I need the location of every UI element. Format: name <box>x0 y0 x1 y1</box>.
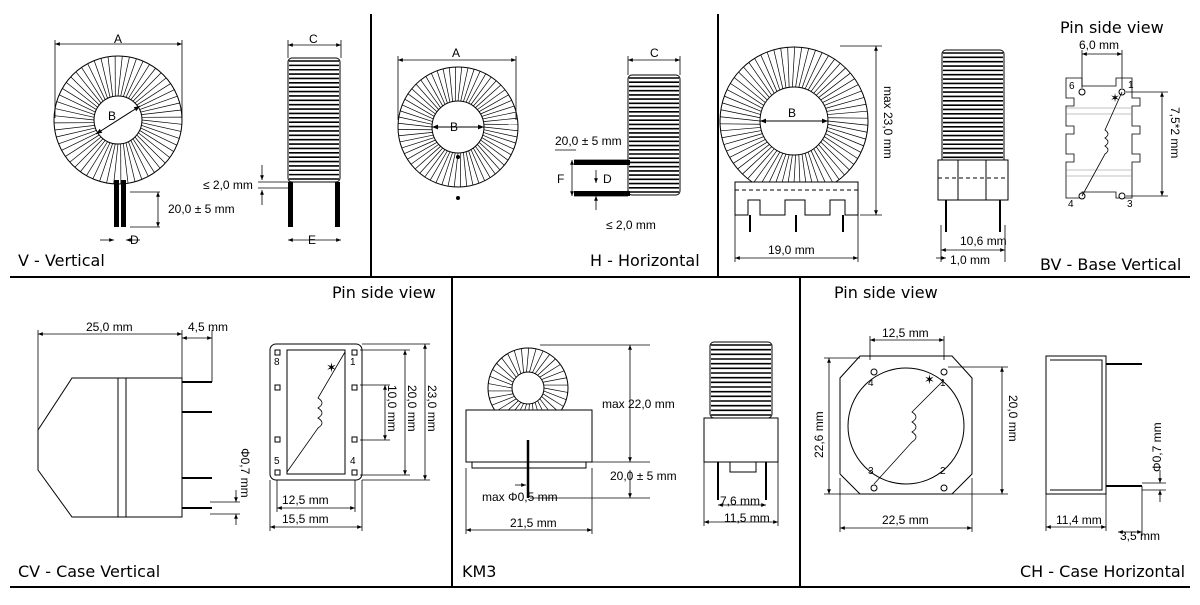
cv-h1: 10,0 mm <box>385 385 399 432</box>
ch-case-side <box>1045 355 1142 495</box>
svg-text:✶: ✶ <box>924 373 935 388</box>
h-caption: H - Horizontal <box>590 251 700 270</box>
svg-text:✶: ✶ <box>1110 91 1120 105</box>
km3-caption: KM3 <box>462 562 497 581</box>
ch-pin-view: ✶ <box>839 355 973 495</box>
v-dim-a: A <box>114 32 123 46</box>
bv-caption: BV - Base Vertical <box>1040 255 1182 274</box>
km3-pin-dia: max Φ0,5 mm <box>482 490 558 504</box>
km3-lead-len: 20,0 ± 5 mm <box>610 469 677 483</box>
bv-pitch-y: 7,5*2 mm <box>1168 107 1182 159</box>
bv-pin-3: 3 <box>1127 199 1133 210</box>
ch-side-l: 22,6 mm <box>812 411 826 458</box>
bv-pin: 1,0 mm <box>950 253 991 267</box>
bv-toroid-front <box>719 46 869 232</box>
h-toroid-side <box>574 74 681 196</box>
cv-pin-8: 8 <box>274 357 280 368</box>
bv-pin-view: ✶ <box>1065 77 1141 200</box>
v-dim-e: E <box>308 233 317 247</box>
h-dim-c: C <box>650 46 659 60</box>
ch-top: 12,5 mm <box>882 326 929 340</box>
v-dimensions <box>54 40 183 242</box>
cv-case-side <box>37 377 212 518</box>
svg-text:✶: ✶ <box>326 361 337 376</box>
ch-pin-2: 2 <box>940 466 946 477</box>
ch-pin-dia: Φ0,7 mm <box>1150 422 1164 472</box>
cv-pin-view: ✶ <box>269 343 363 481</box>
km3-width: 21,5 mm <box>510 516 557 530</box>
ch-depth: 11,4 mm <box>1056 513 1102 527</box>
bv-pin-4: 4 <box>1068 199 1074 210</box>
bv-height: max 23,0 mm <box>881 86 895 159</box>
v-dim-b: B <box>108 109 117 123</box>
cv-pin-dimensions <box>269 343 430 531</box>
cv-h2: 20,0 mm <box>405 385 419 432</box>
h-dim-d: D <box>603 172 612 186</box>
km3-side <box>703 341 779 500</box>
panel-borders <box>10 14 1190 588</box>
h-gap: ≤ 2,0 mm <box>606 218 656 232</box>
ch-side-dimensions <box>1045 470 1166 536</box>
ch-caption: CH - Case Horizontal <box>1020 562 1186 581</box>
h-lead-len: 20,0 ± 5 mm <box>555 134 622 148</box>
v-toroid-front <box>53 55 183 227</box>
h-toroid-front <box>397 66 519 200</box>
km3-dimensions <box>465 344 650 534</box>
km3-pitch: 7,6 mm <box>720 494 761 508</box>
km3-depth: 11,5 mm <box>724 511 770 525</box>
ch-pin-3: 3 <box>868 466 874 477</box>
cv-pin-off: 4,5 mm <box>188 320 229 334</box>
cv-pin-1: 1 <box>350 357 356 368</box>
km3-side-dimensions <box>703 462 779 526</box>
cv-pin-view-title: Pin side view <box>332 283 436 302</box>
km3-height: max 22,0 mm <box>602 397 675 411</box>
ch-bottom: 22,5 mm <box>882 513 929 527</box>
bv-dim-b: B <box>788 106 797 120</box>
ch-pin-view-title: Pin side view <box>834 283 938 302</box>
h-dim-b: B <box>450 120 459 134</box>
v-dim-d: D <box>130 233 139 247</box>
bv-pin-6: 6 <box>1069 81 1075 92</box>
bv-pin-dimensions <box>1081 50 1168 197</box>
ch-pin-4: 4 <box>868 378 874 389</box>
v-toroid-side <box>287 57 341 227</box>
v-side-dimensions <box>258 40 342 242</box>
ch-pin-1: 1 <box>940 378 946 389</box>
cv-w2: 15,5 mm <box>282 512 329 526</box>
bv-dimensions <box>734 45 1006 262</box>
v-lead-len: 20,0 ± 5 mm <box>168 202 235 216</box>
v-dim-c: C <box>309 32 318 46</box>
cv-caption: CV - Case Vertical <box>18 562 161 581</box>
cv-pin-4: 4 <box>350 456 356 467</box>
ch-side-r: 20,0 mm <box>1006 395 1020 442</box>
v-caption: V - Vertical <box>18 251 105 270</box>
h-dim-a: A <box>452 46 461 60</box>
cv-pin-dia: Φ0,7 mm <box>238 448 252 498</box>
bv-pitch-x: 6,0 mm <box>1079 38 1120 52</box>
km3-front <box>465 347 593 498</box>
bv-depth: 10,6 mm <box>960 234 1007 248</box>
cv-w1: 12,5 mm <box>282 493 329 507</box>
h-dim-f: F <box>557 172 565 186</box>
cv-dimensions <box>37 330 240 525</box>
bv-pin-view-title: Pin side view <box>1060 18 1164 37</box>
bv-pin-1: 1 <box>1128 80 1134 91</box>
cv-h3: 23,0 mm <box>425 385 439 432</box>
v-lead-gap: ≤ 2,0 mm <box>203 178 253 192</box>
bv-width: 19,0 mm <box>768 243 815 257</box>
cv-length: 25,0 mm <box>86 320 133 334</box>
ch-pin-off: 3,5 mm <box>1120 529 1161 543</box>
cv-pin-5: 5 <box>274 456 280 467</box>
bv-toroid-side <box>937 49 1009 232</box>
ch-dimensions <box>824 336 1008 532</box>
